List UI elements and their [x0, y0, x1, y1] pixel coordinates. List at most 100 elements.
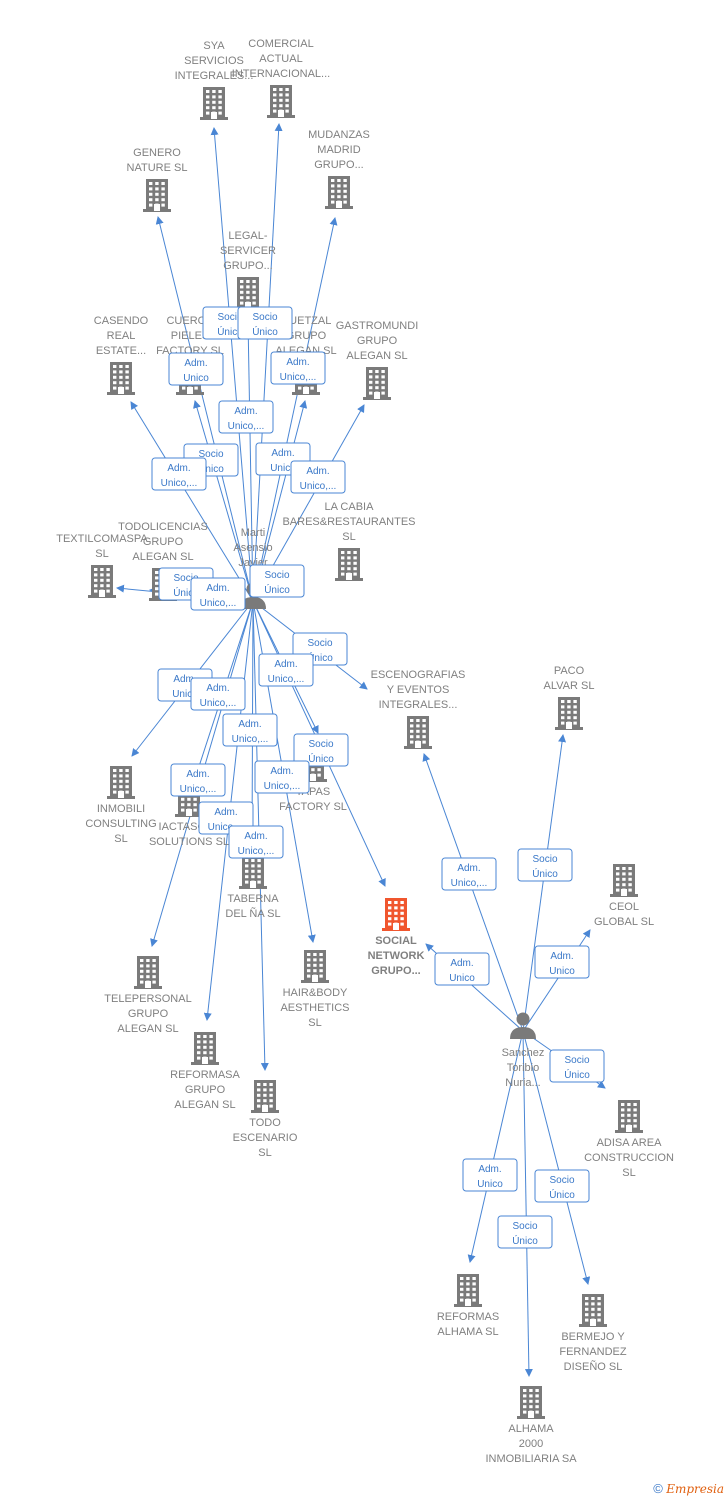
company-label-line: SL [258, 1147, 271, 1159]
role-box-text: Socio [252, 312, 277, 323]
edge-marti-sya [210, 127, 254, 602]
company-label-line: ADISA AREA [597, 1137, 662, 1149]
building-icon [200, 87, 228, 120]
role-box-text: Unico,... [208, 822, 245, 833]
company-label-line: CONSTRUCCION [584, 1152, 674, 1164]
role-box[interactable]: Adm.Unico,... [258, 653, 314, 687]
company-label-line: 2000 [519, 1438, 543, 1450]
role-box-text: Único [252, 325, 278, 338]
role-box[interactable]: Adm.Unico [434, 952, 490, 986]
company-label-line: PIELES [171, 330, 210, 342]
role-box-text: Adm. [306, 466, 329, 477]
person-label-line: Nuria... [505, 1077, 540, 1089]
company-label-line: ESTATE... [96, 345, 146, 357]
role-box-text: Unico,... [300, 481, 337, 492]
company-label-line: INTEGRALES... [175, 70, 254, 82]
company-label-line: SOCIAL [375, 935, 417, 947]
brand-name: Empresia [666, 1482, 724, 1496]
role-box-text: Socio [217, 312, 242, 323]
company-node-comercial[interactable]: COMERCIALACTUALINTERNACIONAL... [232, 38, 330, 118]
role-box-text: Único [217, 325, 243, 338]
role-box-text: Unico,... [228, 421, 265, 432]
building-icon [134, 956, 162, 989]
company-label-line: ALEGAN SL [117, 1023, 178, 1035]
role-box[interactable]: Adm. Unico [534, 945, 590, 979]
role-box[interactable]: Adm.Unico,... [254, 760, 310, 794]
company-label-line: NATURE SL [127, 162, 188, 174]
company-node-casendo[interactable]: CASENDO REAL ESTATE... [94, 315, 149, 395]
company-node-mudanzas[interactable]: MUDANZASMADRIDGRUPO... [308, 129, 370, 209]
company-node-adisa[interactable]: ADISA AREA CONSTRUCCION SL [584, 1100, 674, 1179]
role-box[interactable]: Adm. Unico,... [290, 460, 346, 494]
company-label-line: AESTHETICS [280, 1002, 349, 1014]
role-box[interactable]: Adm.Unico,... [190, 577, 246, 611]
company-node-social[interactable]: SOCIALNETWORKGRUPO... [368, 898, 425, 977]
building-icon [363, 367, 391, 400]
company-label-line: TODO [249, 1117, 281, 1129]
role-box-text: Adm. [206, 683, 229, 694]
role-box[interactable]: Adm.Unico [168, 352, 224, 386]
building-icon [107, 766, 135, 799]
building-icon [88, 565, 116, 598]
role-box[interactable]: Adm.Unico,... [441, 857, 497, 891]
role-box-text: Socio [307, 638, 332, 649]
role-box[interactable]: Adm.Unico,... [270, 351, 326, 385]
role-box-text: Socio [308, 739, 333, 750]
role-box-text: Adm. [274, 659, 297, 670]
company-label-line: TODOLICENCIAS [118, 521, 208, 533]
role-box-text: Adm. [271, 448, 294, 459]
role-box-text: Único [564, 1068, 590, 1081]
company-label-line: ALEGAN SL [132, 551, 193, 563]
role-box[interactable]: Adm.Unico,... [228, 825, 284, 859]
role-box-text: Adm. [550, 951, 573, 962]
role-box[interactable]: Adm.Unico,... [170, 763, 226, 797]
building-icon [191, 1032, 219, 1065]
company-label-line: REAL [107, 330, 136, 342]
role-box-text: Unico [549, 966, 575, 977]
company-label-line: GRUPO [286, 330, 327, 342]
company-label-line: QUETZAL [281, 315, 332, 327]
company-label-line: CASENDO [94, 315, 149, 327]
edge-marti-genero [155, 216, 254, 602]
company-node-sya[interactable]: SYASERVICIOSINTEGRALES... [175, 40, 254, 120]
role-box[interactable]: Adm.Unico [462, 1158, 518, 1192]
company-label-line: SL [622, 1167, 635, 1179]
person-node-sanchez[interactable]: SanchezToribioNuria... [502, 1012, 545, 1090]
role-box[interactable]: Adm.Unico,... [190, 677, 246, 711]
company-label-line: SL [95, 548, 108, 560]
company-label-line: ALVAR SL [544, 680, 595, 692]
role-box-text: Único [512, 1234, 538, 1247]
role-box-text: Único [549, 1188, 575, 1201]
role-box[interactable]: Adm.Unico,... [151, 457, 207, 491]
person-icon [510, 1012, 536, 1039]
building-icon [143, 179, 171, 212]
building-icon [615, 1100, 643, 1133]
person-label-line: Toribio [507, 1062, 539, 1074]
role-box[interactable]: Adm.Unico,... [218, 400, 274, 434]
role-box[interactable]: Adm.Unico,... [222, 713, 278, 747]
edge-marti-comercial [252, 123, 283, 602]
